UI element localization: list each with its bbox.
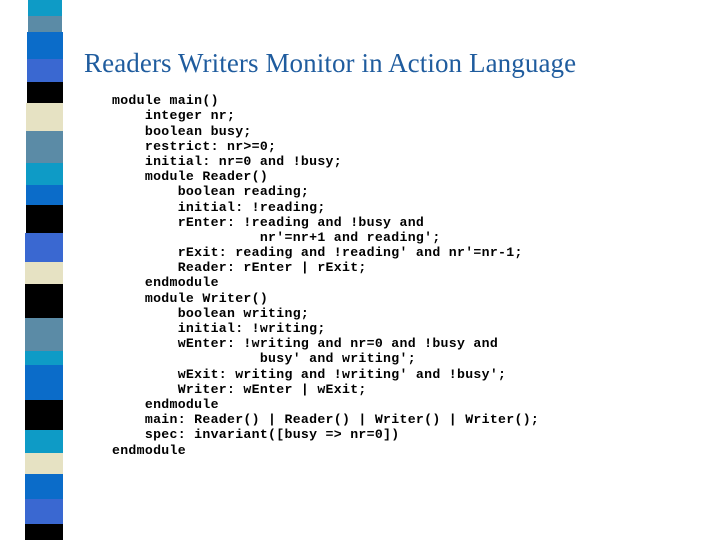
stripe-band [27, 32, 63, 59]
stripe-band [25, 233, 63, 262]
page-title: Readers Writers Monitor in Action Langua… [84, 48, 577, 79]
code-line: restrict: nr>=0; [112, 138, 277, 154]
code-line: wEnter: !writing and nr=0 and !busy and [112, 336, 499, 352]
code-line: busy′ and writing′; [112, 351, 416, 367]
stripe-band [25, 400, 63, 430]
code-line: rExit: reading and !reading′ and nr′=nr-… [112, 245, 523, 261]
stripe-band [25, 474, 63, 499]
code-line: initial: !writing; [112, 321, 326, 336]
stripe-band [25, 351, 63, 365]
stripe-band [28, 16, 62, 32]
left-color-stripe [0, 0, 90, 540]
code-line: integer nr; [112, 108, 236, 124]
code-line: boolean busy; [112, 123, 252, 139]
stripe-band [25, 284, 63, 318]
stripe-band [28, 0, 62, 16]
code-line: endmodule [112, 442, 186, 458]
stripe-band [25, 318, 63, 351]
code-line: rEnter: !reading and !busy and [112, 214, 425, 230]
code-line: module Reader() [112, 169, 269, 185]
code-line: main: Reader() | Reader() | Writer() | W… [112, 412, 540, 428]
code-line: Reader: rEnter | rExit; [112, 260, 367, 276]
stripe-band [27, 82, 63, 103]
stripe-band [26, 103, 63, 131]
stripe-band [25, 430, 63, 453]
stripe-band [26, 131, 63, 163]
code-line: endmodule [112, 275, 219, 291]
stripe-band [26, 163, 63, 185]
stripe-band [27, 59, 63, 82]
code-line: nr′=nr+1 and reading′; [112, 229, 441, 245]
code-line: boolean writing; [112, 305, 310, 321]
code-line: module main() [112, 93, 219, 109]
stripe-band [25, 453, 63, 474]
code-line: spec: invariant([busy => nr=0]) [112, 427, 400, 443]
code-line: module Writer() [112, 290, 269, 306]
stripe-band [26, 205, 63, 233]
stripe-band [26, 185, 63, 205]
code-line: initial: !reading; [112, 199, 326, 215]
stripe-band [25, 262, 63, 284]
code-line: wExit: writing and !writing′ and !busy′; [112, 366, 507, 382]
code-block: module main() integer nr; boolean busy; … [112, 93, 539, 458]
code-line: Writer: wEnter | wExit; [112, 381, 367, 397]
stripe-band [25, 524, 63, 540]
code-line: boolean reading; [112, 184, 310, 200]
stripe-band [25, 365, 63, 400]
code-line: endmodule [112, 396, 219, 412]
code-line: initial: nr=0 and !busy; [112, 153, 342, 169]
stripe-band [25, 499, 63, 524]
